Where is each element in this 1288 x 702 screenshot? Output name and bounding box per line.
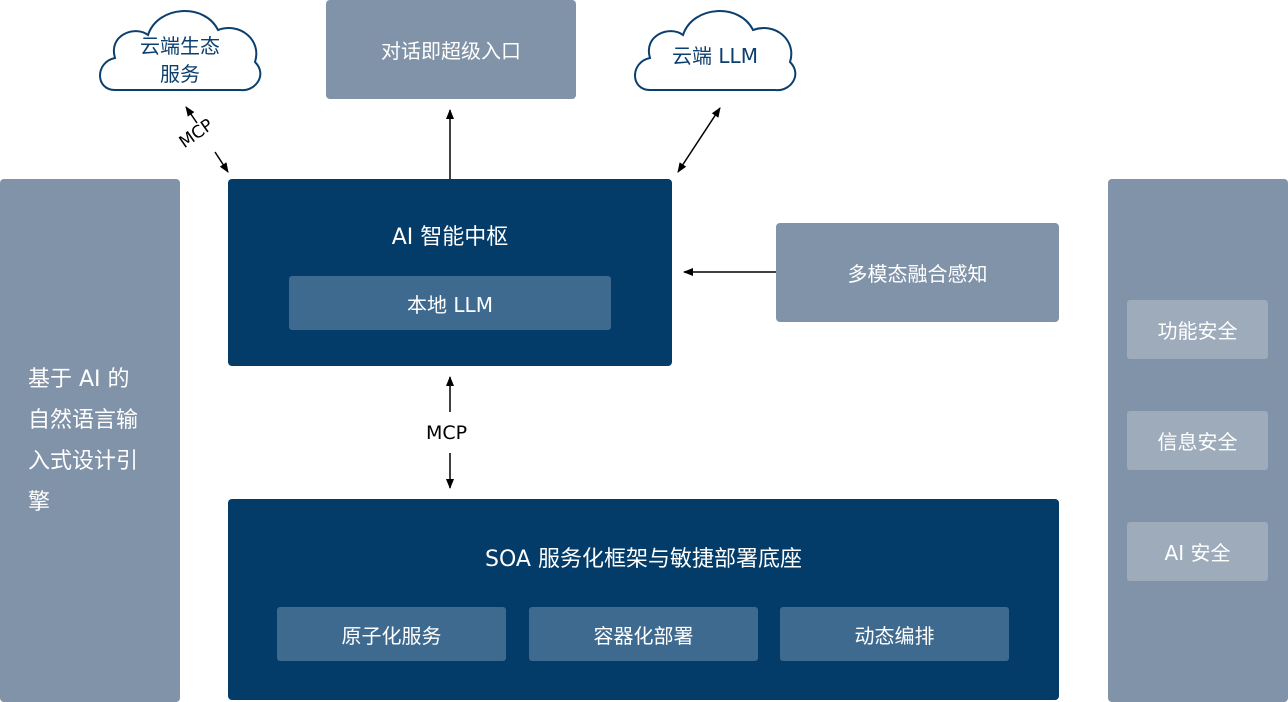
soa-item-dynamic-orchestration: 动态编排 (780, 607, 1009, 661)
cloud-llm: 云端 LLM (672, 44, 758, 68)
cloud-ecosystem-line2: 服务 (160, 62, 200, 86)
local-llm-box: 本地 LLM (289, 276, 611, 330)
engine-line: 入式设计引 (28, 449, 139, 474)
ai-hub-title: AI 智能中枢 (391, 225, 509, 250)
soa-item-container-deploy: 容器化部署 (529, 607, 758, 661)
cloud-ecosystem-services: 云端生态 服务 (110, 32, 250, 88)
cloud-llm-shape (634, 10, 797, 92)
cloud-ecosystem-shape (99, 10, 262, 92)
ai-hub: AI 智能中枢 本地 LLM (228, 179, 672, 366)
security-information: 信息安全 (1127, 411, 1268, 470)
engine-line: 自然语言输 (28, 408, 139, 433)
engine-line: 擎 (28, 490, 51, 515)
engine-line: 基于 AI 的 (28, 367, 130, 392)
left-engine-panel: 基于 AI 的 自然语言输 入式设计引 擎 (0, 179, 180, 702)
security-ai: AI 安全 (1127, 522, 1268, 581)
security-panel: 功能安全 信息安全 AI 安全 (1108, 179, 1288, 702)
mcp-label-mid: MCP (426, 422, 468, 444)
super-entry-box: 对话即超级入口 (326, 0, 576, 99)
soa-framework: SOA 服务化框架与敏捷部署底座 原子化服务 容器化部署 动态编排 (228, 499, 1059, 700)
cloud-ecosystem-line1: 云端生态 (140, 34, 220, 58)
security-functional: 功能安全 (1127, 300, 1268, 359)
multimodal-perception-box: 多模态融合感知 (776, 223, 1059, 322)
soa-item-atomic-services: 原子化服务 (277, 607, 506, 661)
soa-title: SOA 服务化框架与敏捷部署底座 (485, 547, 802, 572)
